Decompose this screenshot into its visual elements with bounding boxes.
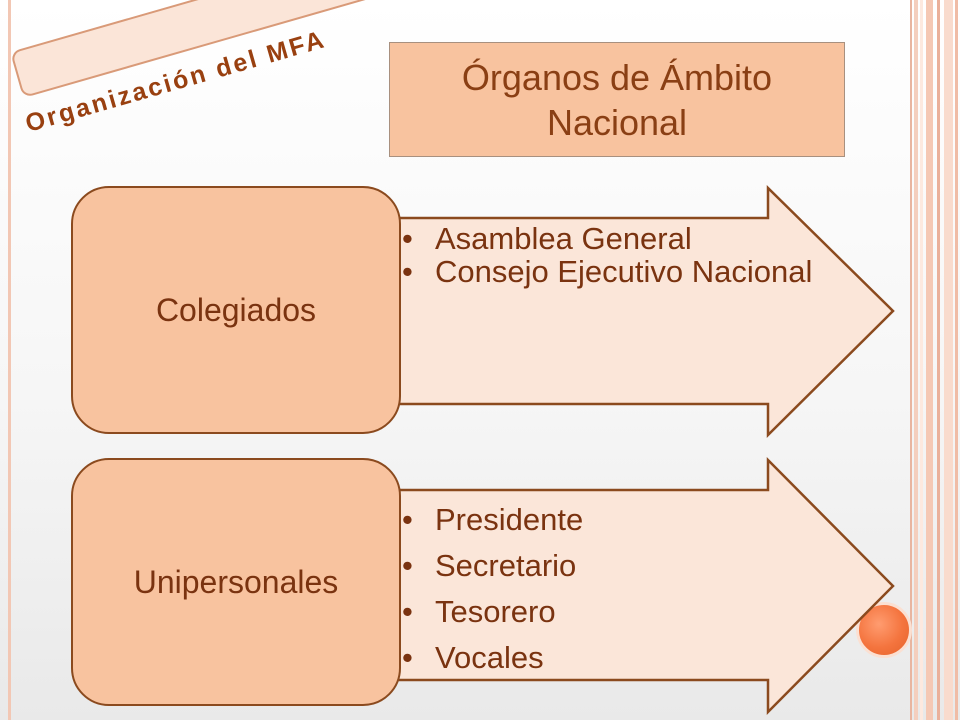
list-item: Consejo Ejecutivo Nacional <box>402 255 812 288</box>
list-item: Tesorero <box>402 589 583 635</box>
group-list-colegiados: Asamblea General Consejo Ejecutivo Nacio… <box>402 222 812 288</box>
decorative-circle <box>856 602 912 658</box>
side-stripes <box>910 0 960 720</box>
list-item: Vocales <box>402 635 583 681</box>
group-label: Unipersonales <box>133 563 339 600</box>
left-border-line <box>8 0 11 720</box>
list-item: Secretario <box>402 543 583 589</box>
slide-title: Órganos de Ámbito Nacional <box>389 42 845 157</box>
group-label: Colegiados <box>155 291 317 328</box>
group-box-unipersonales: Unipersonales <box>71 458 401 706</box>
group-list-unipersonales: Presidente Secretario Tesorero Vocales <box>402 497 583 681</box>
list-item: Asamblea General <box>402 222 812 255</box>
list-item: Presidente <box>402 497 583 543</box>
group-box-colegiados: Colegiados <box>71 186 401 434</box>
